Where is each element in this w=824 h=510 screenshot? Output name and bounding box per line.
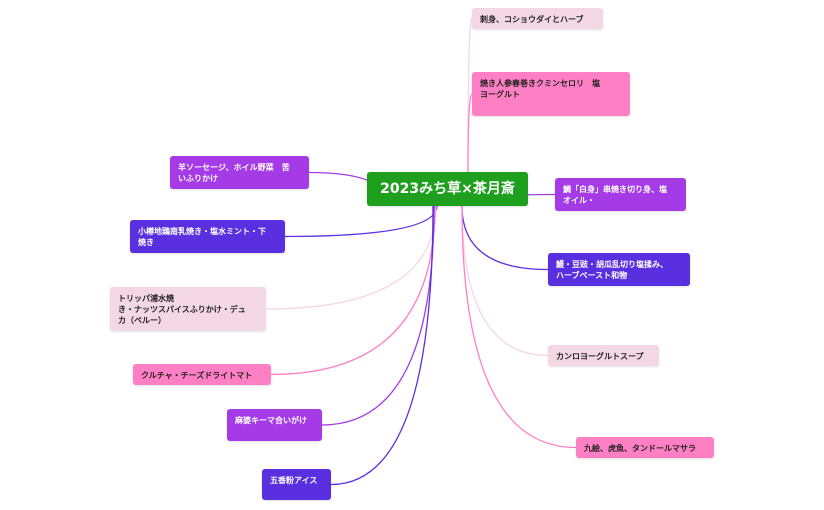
branch-node[interactable]: 鰻・豆豉・胡瓜乱切り塩揉み、 ハーブペースト和物	[548, 253, 690, 286]
branch-node[interactable]: クルチャ・チーズドライトマト	[133, 364, 271, 385]
root-node[interactable]: 2023みち草×茶月斎	[367, 172, 528, 206]
branch-node[interactable]: カンロヨーグルトスープ	[548, 345, 659, 366]
connector-line	[308, 171, 368, 181]
branch-node[interactable]: 麻婆キーマ合いがけ	[227, 409, 322, 441]
connector-line	[265, 205, 437, 310]
connector-line	[270, 205, 436, 376]
connector-line	[461, 205, 549, 357]
connector-line	[461, 205, 549, 271]
connector-line	[330, 205, 434, 486]
branch-node[interactable]: 刺身、コショウダイとハーブ	[472, 8, 603, 29]
branch-node[interactable]: トリッパ浦水焼 き・ナッツスパイスふりかけ・デュ カ（ペルー）	[110, 287, 266, 331]
branch-node[interactable]: 五香粉アイス	[262, 469, 331, 500]
branch-node[interactable]: 鯛「白身」串焼き切り身、塩 オイル・	[555, 178, 686, 211]
connector-line	[461, 205, 577, 449]
connector-line	[467, 93, 473, 173]
branch-node[interactable]: 羊ソーセージ、ホイル野菜 苦 いふりかけ	[170, 156, 309, 189]
connector-line	[321, 205, 435, 426]
branch-node[interactable]: 小樽地鶏南乳焼き・塩水ミント・下 焼き	[130, 220, 285, 253]
connector-line	[284, 205, 438, 238]
branch-node[interactable]: 焼き人参春巻きクミンセロリ 塩 ヨーグルト	[472, 72, 630, 116]
branch-node[interactable]: 九絵、虎魚、タンドールマサラ	[576, 437, 714, 458]
